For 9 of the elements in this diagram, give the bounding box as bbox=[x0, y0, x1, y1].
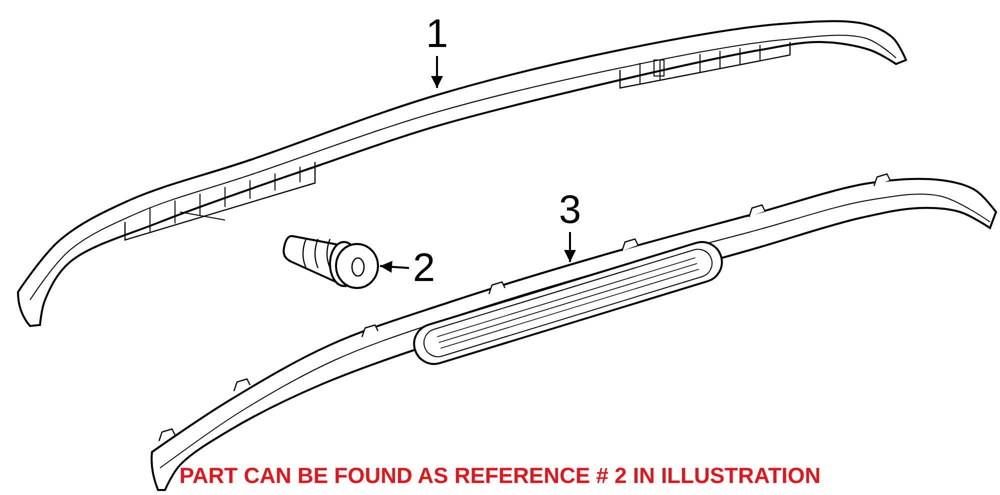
trim-panel-drawing bbox=[150, 173, 997, 491]
leader-arrow bbox=[380, 260, 410, 273]
leader-arrow bbox=[431, 56, 443, 88]
note-text: PART CAN BE FOUND AS REFERENCE # 2 IN ILLUSTRATION bbox=[179, 463, 821, 488]
callout-number: 1 bbox=[422, 14, 452, 56]
callout-number: 3 bbox=[555, 190, 585, 232]
callout-number: 2 bbox=[409, 248, 439, 290]
leader-arrow bbox=[564, 232, 576, 262]
bolt-drawing bbox=[282, 235, 379, 289]
